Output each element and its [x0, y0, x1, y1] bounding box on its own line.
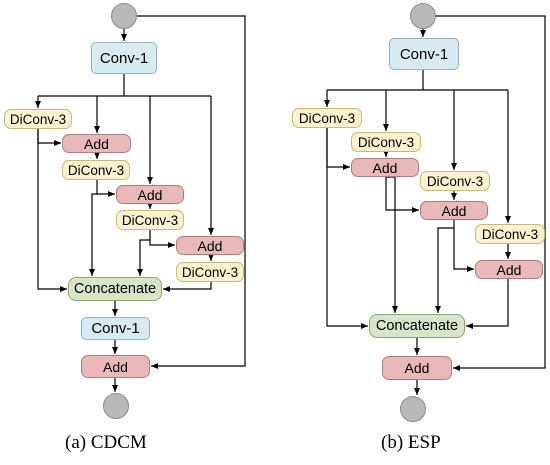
- esp-wire-add2-add3: [453, 220, 474, 272]
- esp-add-final: Add: [382, 356, 452, 380]
- cdcm-wire-diconv1-concat: [37, 129, 67, 292]
- cdcm-wire-diconv2-add2: [96, 180, 115, 197]
- esp-conv1-top: Conv-1: [389, 38, 459, 70]
- cdcm-add-2: Add: [116, 185, 184, 204]
- esp-diconv-3: DiConv-3: [420, 171, 490, 191]
- esp-add-2: Add: [420, 201, 488, 220]
- cdcm-concatenate: Concatenate: [68, 277, 162, 301]
- cdcm-diconv-2: DiConv-3: [62, 160, 130, 180]
- cdcm-output-node: [103, 393, 129, 419]
- esp-wire-add2-concat: [435, 227, 454, 313]
- esp-wire-add1-concat: [386, 176, 398, 313]
- esp-wire-add1-add2: [385, 177, 419, 213]
- cdcm-diconv-1: DiConv-3: [4, 109, 72, 129]
- cdcm-input-node: [111, 3, 137, 29]
- esp-wire-add3-concat: [466, 279, 509, 329]
- esp-wire-diconv1-concat: [326, 128, 368, 329]
- esp-diconv-1: DiConv-3: [292, 108, 362, 128]
- cdcm-caption: (a) CDCM: [65, 432, 147, 453]
- cdcm-add-final: Add: [81, 355, 150, 378]
- cdcm-conv1-bottom: Conv-1: [81, 317, 150, 340]
- cdcm-wire-diconv3-add3: [149, 230, 175, 248]
- esp-caption: (b) ESP: [381, 432, 441, 453]
- cdcm-conv1-top: Conv-1: [91, 42, 157, 74]
- esp-input-node: [410, 3, 436, 29]
- esp-add-3: Add: [475, 260, 543, 279]
- esp-concatenate: Concatenate: [369, 314, 465, 338]
- cdcm-wire-diconv4-concat: [163, 282, 212, 292]
- esp-wire-diconv1-add1: [326, 128, 350, 170]
- esp-diconv-2: DiConv-3: [351, 132, 421, 152]
- cdcm-wire-diconv3-concat: [137, 239, 150, 276]
- esp-add-1: Add: [351, 158, 419, 177]
- cdcm-wire-skip: [137, 15, 246, 369]
- cdcm-wire-diconv2-concat: [89, 193, 97, 276]
- cdcm-add-1: Add: [62, 134, 131, 153]
- cdcm-diconv-4: DiConv-3: [176, 262, 244, 282]
- esp-diconv-4: DiConv-3: [475, 224, 545, 244]
- esp-output-node: [400, 396, 426, 422]
- cdcm-diconv-3: DiConv-3: [116, 210, 184, 230]
- cdcm-wire-diconv1-add1: [37, 129, 61, 146]
- esp-wire-skip: [436, 15, 546, 371]
- cdcm-add-3: Add: [176, 236, 244, 255]
